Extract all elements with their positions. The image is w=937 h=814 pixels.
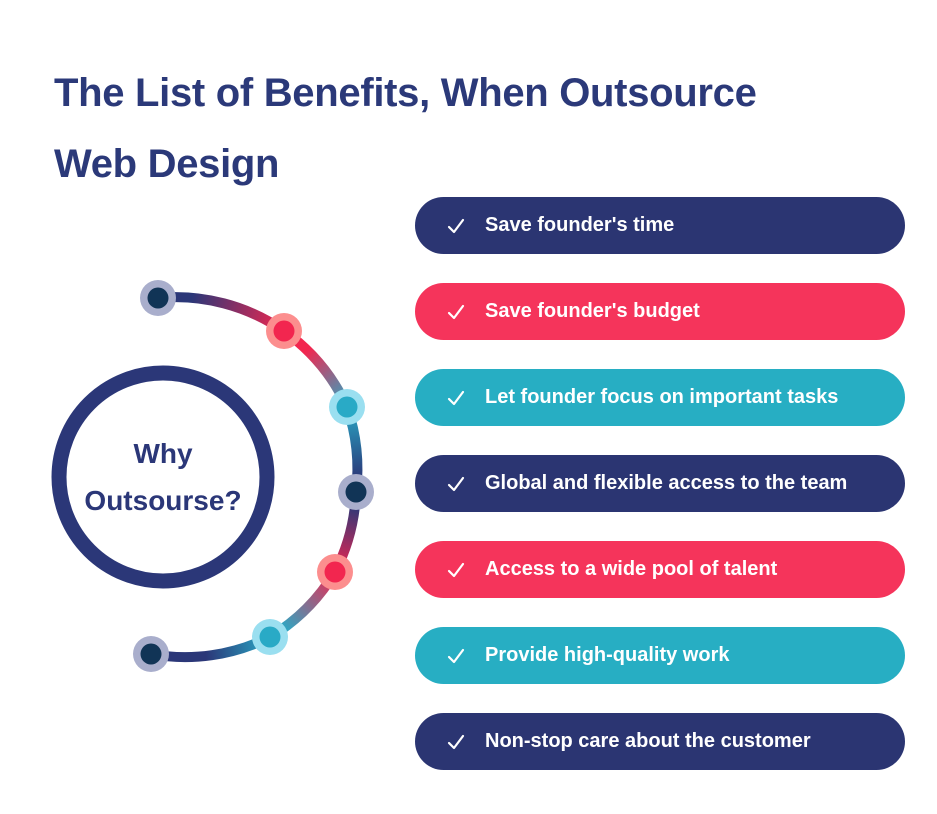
page-title-line2: Web Design bbox=[54, 142, 280, 186]
benefit-pill: Save founder's time bbox=[415, 197, 905, 254]
benefit-pill: Access to a wide pool of talent bbox=[415, 541, 905, 598]
check-icon bbox=[445, 473, 467, 495]
check-icon bbox=[445, 559, 467, 581]
node-6-ring-icon bbox=[252, 619, 288, 655]
check-icon bbox=[445, 645, 467, 667]
benefit-label: Save founder's budget bbox=[485, 300, 700, 322]
benefit-label: Save founder's time bbox=[485, 214, 675, 236]
node-1-core-icon bbox=[147, 287, 169, 309]
node-6-core-icon bbox=[259, 626, 281, 648]
node-5-ring-icon bbox=[317, 554, 353, 590]
benefits-list: Save founder's time Save founder's budge… bbox=[415, 197, 905, 770]
check-icon bbox=[445, 731, 467, 753]
page-title: The List of Benefits, When Outsource Web… bbox=[54, 58, 757, 200]
arc-segment-5 bbox=[265, 567, 340, 642]
arc-segment-4 bbox=[330, 487, 361, 577]
benefit-label: Access to a wide pool of talent bbox=[485, 558, 778, 580]
benefit-label: Provide high-quality work bbox=[485, 644, 730, 666]
benefit-pill: Let founder focus on important tasks bbox=[415, 369, 905, 426]
node-2-ring-icon bbox=[266, 313, 302, 349]
node-4-core-icon bbox=[345, 481, 367, 503]
benefit-label: Let founder focus on important tasks bbox=[485, 386, 839, 408]
node-4-ring-icon bbox=[338, 474, 374, 510]
page-title-line1: The List of Benefits, When Outsource bbox=[54, 71, 757, 115]
benefit-pill: Global and flexible access to the team bbox=[415, 455, 905, 512]
node-1-ring-icon bbox=[140, 280, 176, 316]
node-3-core-icon bbox=[336, 396, 358, 418]
check-icon bbox=[445, 301, 467, 323]
node-3-ring-icon bbox=[329, 389, 365, 425]
node-5-core-icon bbox=[324, 561, 346, 583]
check-icon bbox=[445, 215, 467, 237]
arc-segment-6 bbox=[146, 632, 275, 663]
benefit-label: Non-stop care about the customer bbox=[485, 730, 811, 752]
benefit-pill: Save founder's budget bbox=[415, 283, 905, 340]
arc-segment-3 bbox=[342, 402, 363, 497]
center-label-line2: Outsourse? bbox=[84, 485, 242, 516]
arc-segment-1 bbox=[153, 292, 289, 336]
node-7-core-icon bbox=[140, 643, 162, 665]
benefit-pill: Provide high-quality work bbox=[415, 627, 905, 684]
check-icon bbox=[445, 387, 467, 409]
arc-segment-2 bbox=[279, 326, 352, 412]
node-2-core-icon bbox=[273, 320, 295, 342]
node-7-ring-icon bbox=[133, 636, 169, 672]
benefit-label: Global and flexible access to the team bbox=[485, 472, 848, 494]
center-label-line1: Why bbox=[133, 438, 193, 469]
center-circle-label: Why Outsourse? bbox=[63, 430, 263, 524]
benefit-pill: Non-stop care about the customer bbox=[415, 713, 905, 770]
